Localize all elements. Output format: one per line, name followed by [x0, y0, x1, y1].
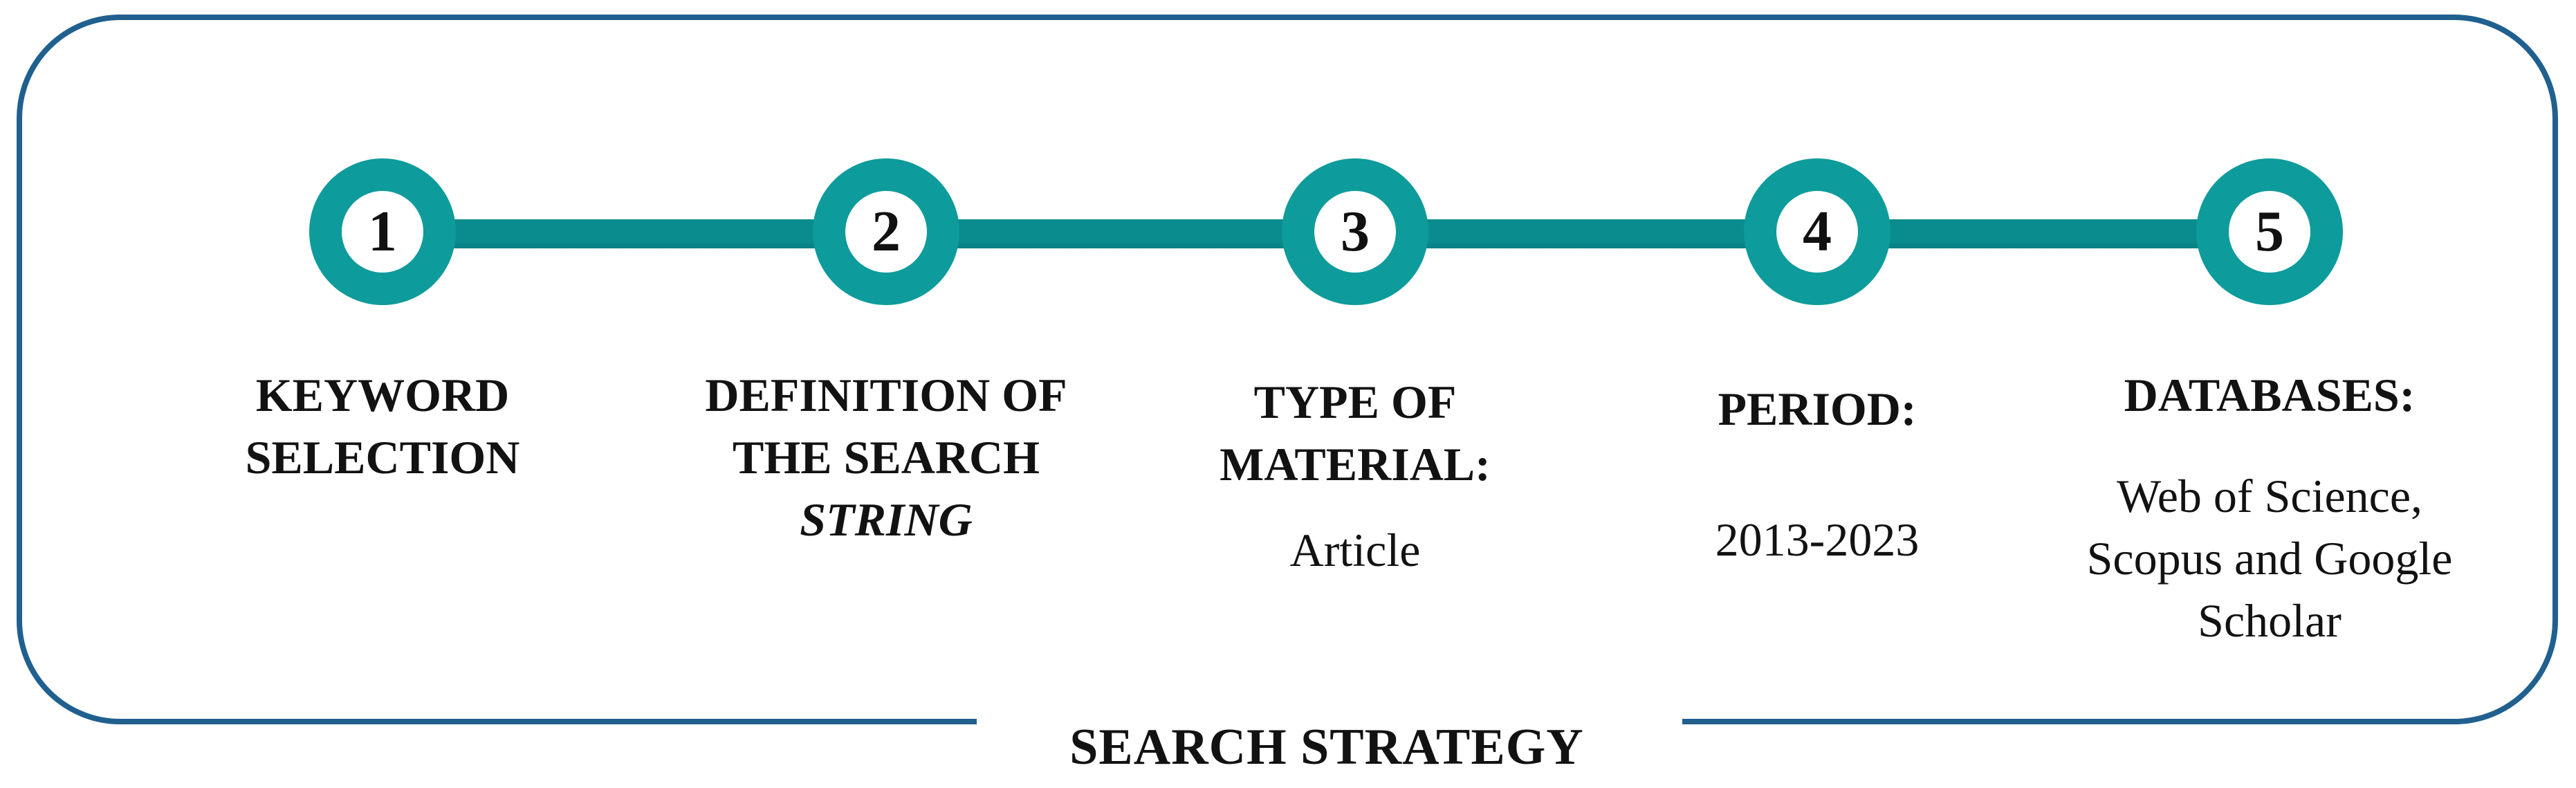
step-circle-2-inner: 2: [845, 191, 927, 273]
step-detail-3-line-1: Article: [1289, 524, 1421, 576]
step-circle-2: 2: [813, 158, 959, 305]
step-circle-1: 1: [309, 158, 456, 305]
step-title-4-line-1: PERIOD:: [1718, 383, 1917, 435]
step-circle-4: 4: [1744, 158, 1890, 305]
step-title-2-line-1: DEFINITION OF: [705, 369, 1067, 421]
step-number-5: 5: [2255, 199, 2284, 264]
step-title-4: PERIOD:: [1596, 378, 2039, 440]
step-detail-4: 2013-2023: [1596, 508, 2039, 571]
step-detail-3: Article: [1134, 519, 1576, 581]
step-title-3-line-1: TYPE OF: [1253, 376, 1457, 428]
step-title-2-line-3: STRING: [800, 493, 973, 546]
step-circle-5-inner: 5: [2229, 191, 2310, 273]
figure-legend: SEARCH STRATEGY: [1069, 719, 1584, 776]
step-title-1-line-1: KEYWORD: [255, 369, 510, 421]
step-circle-1-inner: 1: [342, 191, 423, 273]
step-title-1-line-2: SELECTION: [245, 431, 520, 484]
step-number-1: 1: [368, 199, 397, 264]
step-detail-5-line-2: Scopus and Google: [2086, 532, 2453, 585]
step-number-2: 2: [872, 199, 901, 264]
step-circle-3: 3: [1282, 158, 1428, 305]
step-circle-4-inner: 4: [1776, 191, 1858, 273]
step-detail-5-line-1: Web of Science,: [2117, 470, 2422, 522]
step-detail-4-line-1: 2013-2023: [1715, 513, 1920, 566]
step-title-2-line-2: THE SEARCH: [733, 431, 1040, 484]
step-circle-3-inner: 3: [1314, 191, 1396, 273]
step-title-1: KEYWORD SELECTION: [161, 364, 604, 488]
step-title-3-line-2: MATERIAL:: [1220, 438, 1491, 491]
step-number-4: 4: [1803, 199, 1832, 264]
step-circle-5: 5: [2196, 158, 2343, 305]
step-number-3: 3: [1341, 199, 1370, 264]
step-title-5: DATABASES:: [2048, 364, 2491, 426]
legend-border-gap: [977, 713, 1682, 736]
step-title-5-line-1: DATABASES:: [2124, 369, 2416, 421]
step-detail-5-line-3: Scholar: [2198, 594, 2342, 647]
step-title-3: TYPE OF MATERIAL:: [1134, 371, 1576, 495]
step-title-2: DEFINITION OF THE SEARCH STRING: [665, 364, 1107, 551]
step-detail-5: Web of Science, Scopus and Google Schola…: [2048, 465, 2491, 652]
